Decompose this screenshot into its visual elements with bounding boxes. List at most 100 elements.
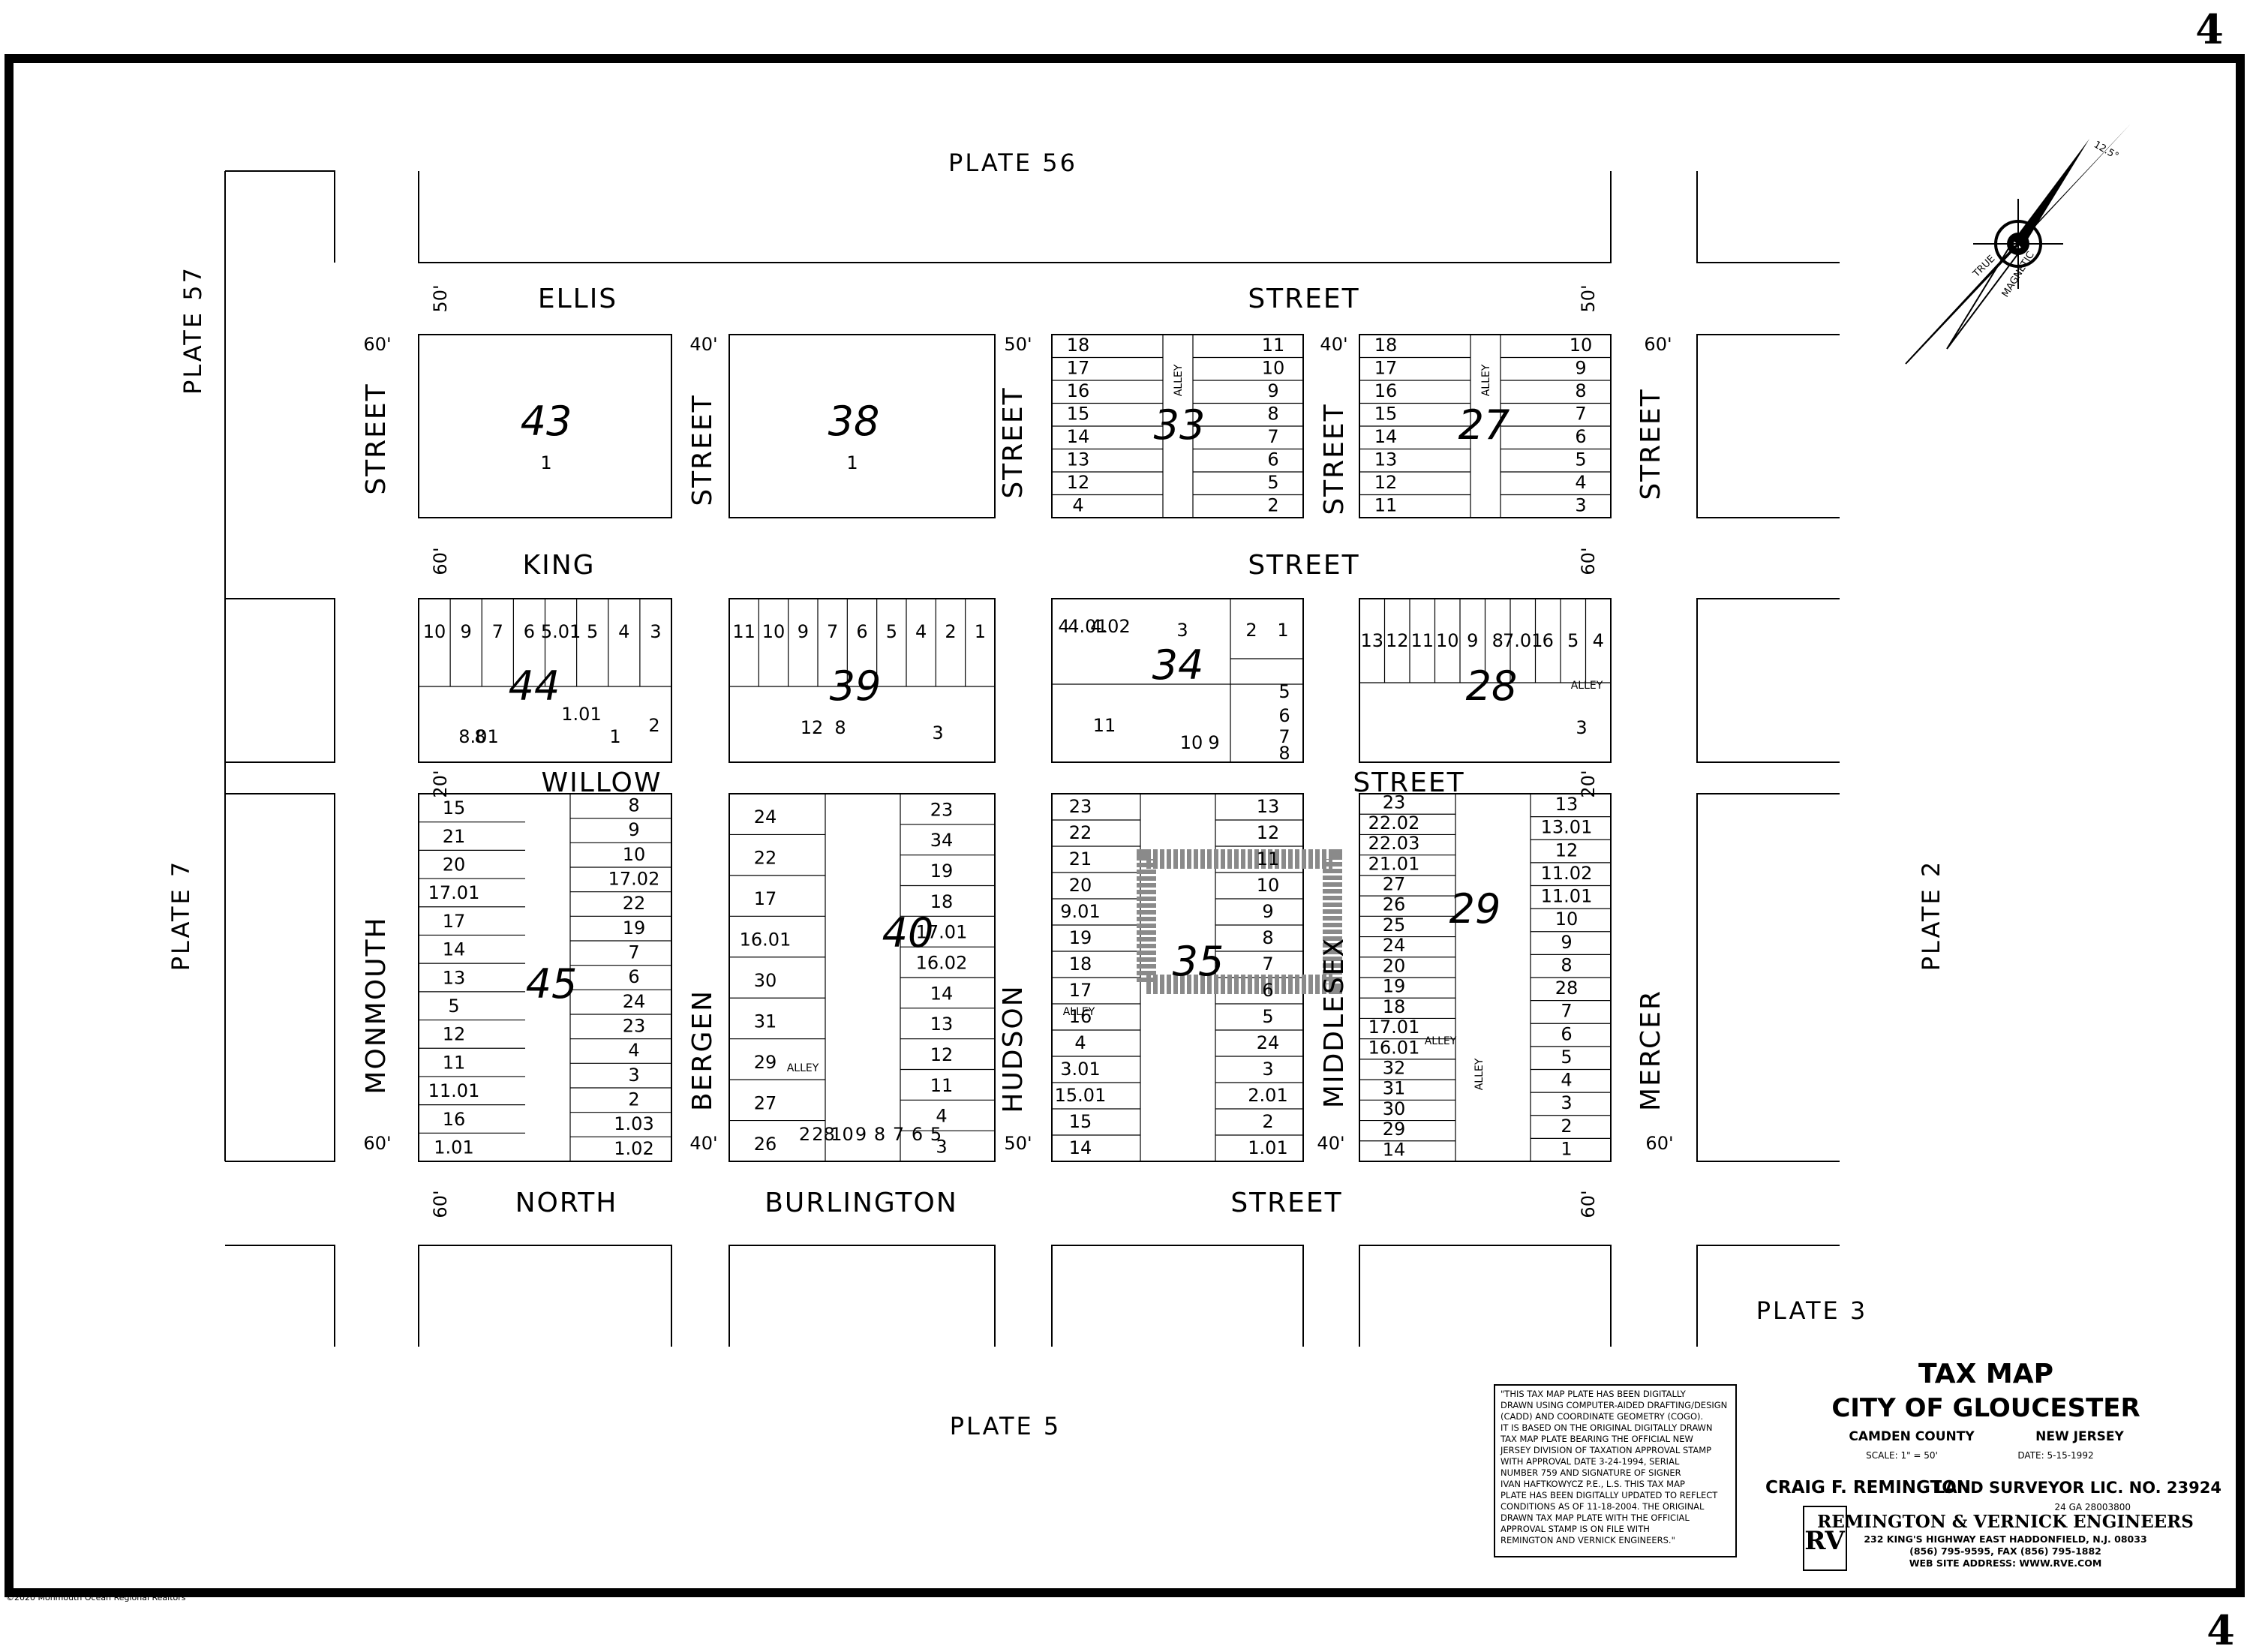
page-number-bottom: 4 — [2206, 1606, 2235, 1652]
lot-number: 21 — [443, 826, 466, 847]
lot-number: 17.02 — [608, 869, 660, 890]
lot-number: 22.02 — [1368, 812, 1420, 834]
lot-number: 10 — [831, 1124, 854, 1145]
lot-number: 14 — [930, 983, 954, 1004]
lot-number: 11.02 — [1541, 863, 1593, 884]
block-34: 34 — [1152, 641, 1204, 689]
title-web: WEB SITE ADDRESS: WWW.RVE.COM — [1909, 1557, 2102, 1569]
lot-number: 6 — [1575, 426, 1586, 447]
lot-number: 10 — [1570, 335, 1593, 356]
svg-text:40': 40' — [689, 1133, 717, 1154]
lot-number: 27 — [754, 1092, 777, 1113]
lot-number: 12 — [443, 1024, 466, 1045]
lot-number: 4 — [1074, 1032, 1086, 1053]
note-line: (CADD) AND COORDINATE GEOMETRY (COGO). — [1501, 1411, 1703, 1422]
lot-number: 5 — [1262, 1006, 1273, 1027]
lot-number: 9 — [1575, 357, 1586, 378]
title-code: 24 GA 28003800 — [2055, 1502, 2131, 1512]
svg-text:20': 20' — [1578, 770, 1599, 797]
lot-number: 17.01 — [916, 922, 968, 943]
lot-number: 22 — [754, 848, 777, 869]
lot-number: 5 — [886, 621, 897, 642]
lot-number: 11 — [1093, 715, 1116, 736]
lot-number: 4 — [1575, 472, 1586, 493]
lot-number: 20 — [1069, 875, 1092, 896]
lot-number: 19 — [930, 861, 954, 882]
compass-true-label: TRUE — [1971, 254, 1998, 281]
lot-number: 10 — [1180, 732, 1203, 753]
lot-number: 23 — [623, 1016, 646, 1037]
lot-number: 7.01 — [1503, 630, 1543, 651]
svg-text:60': 60' — [1644, 334, 1672, 355]
lot-number: 21 — [1069, 849, 1092, 870]
alley-label: ALLEY — [1480, 364, 1492, 396]
lot-number: 18 — [1069, 954, 1092, 975]
lot-number: 12 — [1257, 822, 1280, 843]
block-28: 28 — [1466, 662, 1518, 710]
lot-number: 21.01 — [1368, 853, 1420, 874]
lot-number: 9 — [1267, 380, 1278, 401]
svg-text:40': 40' — [689, 334, 717, 355]
lot-number: 24 — [1383, 935, 1406, 956]
lot-number: 13 — [1360, 630, 1383, 651]
lot-number: 4 — [1561, 1070, 1572, 1091]
lot-number: 11 — [1262, 335, 1285, 356]
lot-number: 8 — [1492, 630, 1504, 651]
title-tax-map: TAX MAP — [1918, 1359, 2053, 1389]
note-line: IVAN HAFTKOWYCZ P.E., L.S. THIS TAX MAP — [1501, 1479, 1685, 1489]
svg-text:50': 50' — [1004, 1133, 1032, 1154]
lot-number: 16 — [1067, 380, 1090, 401]
lot-number: 2 — [1561, 1116, 1572, 1137]
lot-number: 24 — [623, 991, 646, 1012]
lot-number: 4 — [1058, 616, 1069, 637]
svg-text:60': 60' — [1578, 1190, 1599, 1218]
svg-text:50': 50' — [1004, 334, 1032, 355]
lot-number: 31 — [1383, 1078, 1406, 1099]
lot-number: 10 — [1436, 630, 1459, 651]
lot-number: 8 — [1267, 403, 1278, 424]
lot-number: 7 — [827, 621, 838, 642]
title-surveyor-title: LAND SURVEYOR LIC. NO. 23924 — [1935, 1479, 2221, 1497]
street-willow-suffix: STREET — [1353, 767, 1464, 798]
lot-number: 1 — [1277, 620, 1288, 641]
lot-number: 3 — [628, 1065, 639, 1086]
lot-number: 17.01 — [1368, 1017, 1420, 1038]
lot-number: 24 — [1257, 1032, 1280, 1053]
street-widths: 50' 50' 60' 40' 50' 40' 60' 60' 60' 20' … — [363, 284, 1673, 1218]
block-35: 35 — [1173, 938, 1224, 985]
lot-number: 4 — [1072, 494, 1083, 515]
plate-2-label: PLATE 2 — [1917, 860, 1945, 972]
lot-number: 6 — [1543, 630, 1554, 651]
lot-number: 7 — [1575, 403, 1586, 424]
street-burlington: BURLINGTON — [765, 1188, 958, 1218]
lot-number: 9 — [798, 621, 809, 642]
title-firm: REMINGTON & VERNICK ENGINEERS — [1817, 1512, 2194, 1532]
lot-number: 11 — [1374, 494, 1398, 515]
lot-number: 1.01 — [434, 1137, 473, 1158]
block-40: 40 — [882, 909, 934, 957]
lot-number: 8 — [628, 795, 639, 816]
lot-number: 14 — [1067, 426, 1090, 447]
alley-label: ALLEY — [1425, 1035, 1457, 1047]
lot-number: 15 — [1069, 1111, 1092, 1132]
lot-number: 17 — [1374, 357, 1398, 378]
street-monmouth: MONMOUTH — [361, 916, 392, 1094]
lot-number: 16 — [443, 1109, 466, 1130]
alley-label: ALLEY — [1063, 1006, 1095, 1018]
lot-number: 15 — [1374, 403, 1398, 424]
lot-number: 10 — [423, 621, 446, 642]
note-line: TAX MAP PLATE BEARING THE OFFICIAL NEW — [1500, 1434, 1693, 1444]
lot-number: 5 — [448, 996, 459, 1017]
lot-number: 13.01 — [1541, 817, 1593, 838]
lot-number: 18 — [1374, 335, 1398, 356]
lot-number: 20 — [1383, 955, 1406, 976]
lot-number: 1.02 — [614, 1138, 653, 1159]
title-block: TAX MAP CITY OF GLOUCESTER CAMDEN COUNTY… — [1765, 1359, 2221, 1571]
note-line: WITH APPROVAL DATE 3-24-1994, SERIAL — [1501, 1456, 1680, 1467]
note-line: "THIS TAX MAP PLATE HAS BEEN DIGITALLY — [1501, 1389, 1687, 1399]
lot-number: 7 — [1267, 426, 1278, 447]
lot-number: 23 — [930, 799, 954, 820]
firm-logo — [1803, 1506, 1847, 1571]
svg-text:50': 50' — [1578, 284, 1599, 312]
lot-number: 5 — [1575, 449, 1586, 470]
